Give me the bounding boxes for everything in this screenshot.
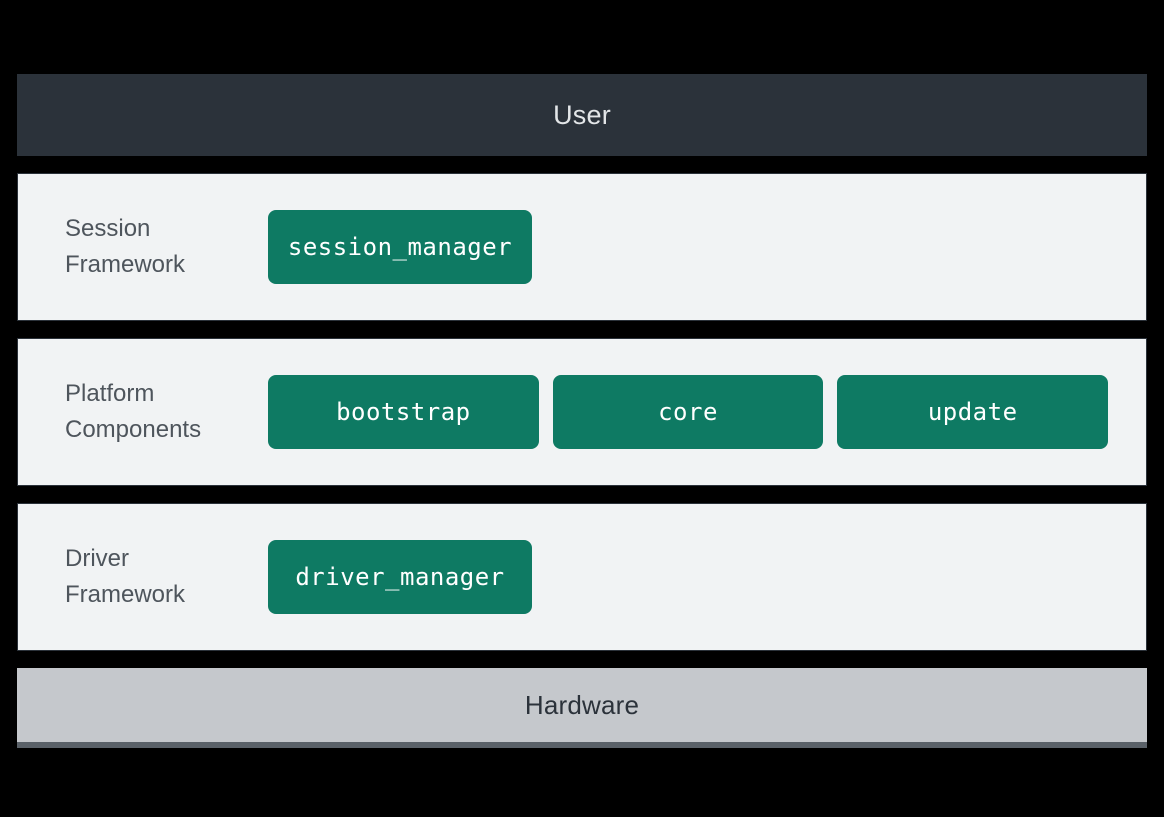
module-update[interactable]: update <box>837 375 1109 449</box>
layer-label-session-framework: Session Framework <box>65 215 186 278</box>
hardware-layer-label: Hardware <box>524 689 640 720</box>
layer-gap <box>17 321 1147 338</box>
layer-label-platform-components: Platform Components <box>65 380 202 443</box>
module-session-manager[interactable]: session_manager <box>268 210 532 284</box>
architecture-diagram: User Session Framework session_manager P… <box>17 74 1147 748</box>
layer-gap <box>17 156 1147 173</box>
user-layer-label: User <box>553 99 611 130</box>
layer-platform-components: Platform Components bootstrap core updat… <box>17 338 1147 486</box>
module-bootstrap[interactable]: bootstrap <box>268 375 539 449</box>
module-core[interactable]: core <box>552 375 824 449</box>
module-group-session-framework: session_manager <box>268 210 1108 284</box>
module-group-driver-framework: driver_manager <box>268 540 1108 614</box>
module-driver-manager[interactable]: driver_manager <box>268 540 532 614</box>
layer-label-driver-framework: Driver Framework <box>65 545 186 608</box>
layer-gap <box>17 486 1147 503</box>
user-layer-bar: User <box>17 74 1147 156</box>
module-group-platform-components: bootstrap core update <box>268 375 1109 449</box>
layer-session-framework: Session Framework session_manager <box>17 173 1147 321</box>
layer-gap <box>17 651 1147 668</box>
layer-driver-framework: Driver Framework driver_manager <box>17 503 1147 651</box>
hardware-layer-bar: Hardware <box>17 668 1147 748</box>
